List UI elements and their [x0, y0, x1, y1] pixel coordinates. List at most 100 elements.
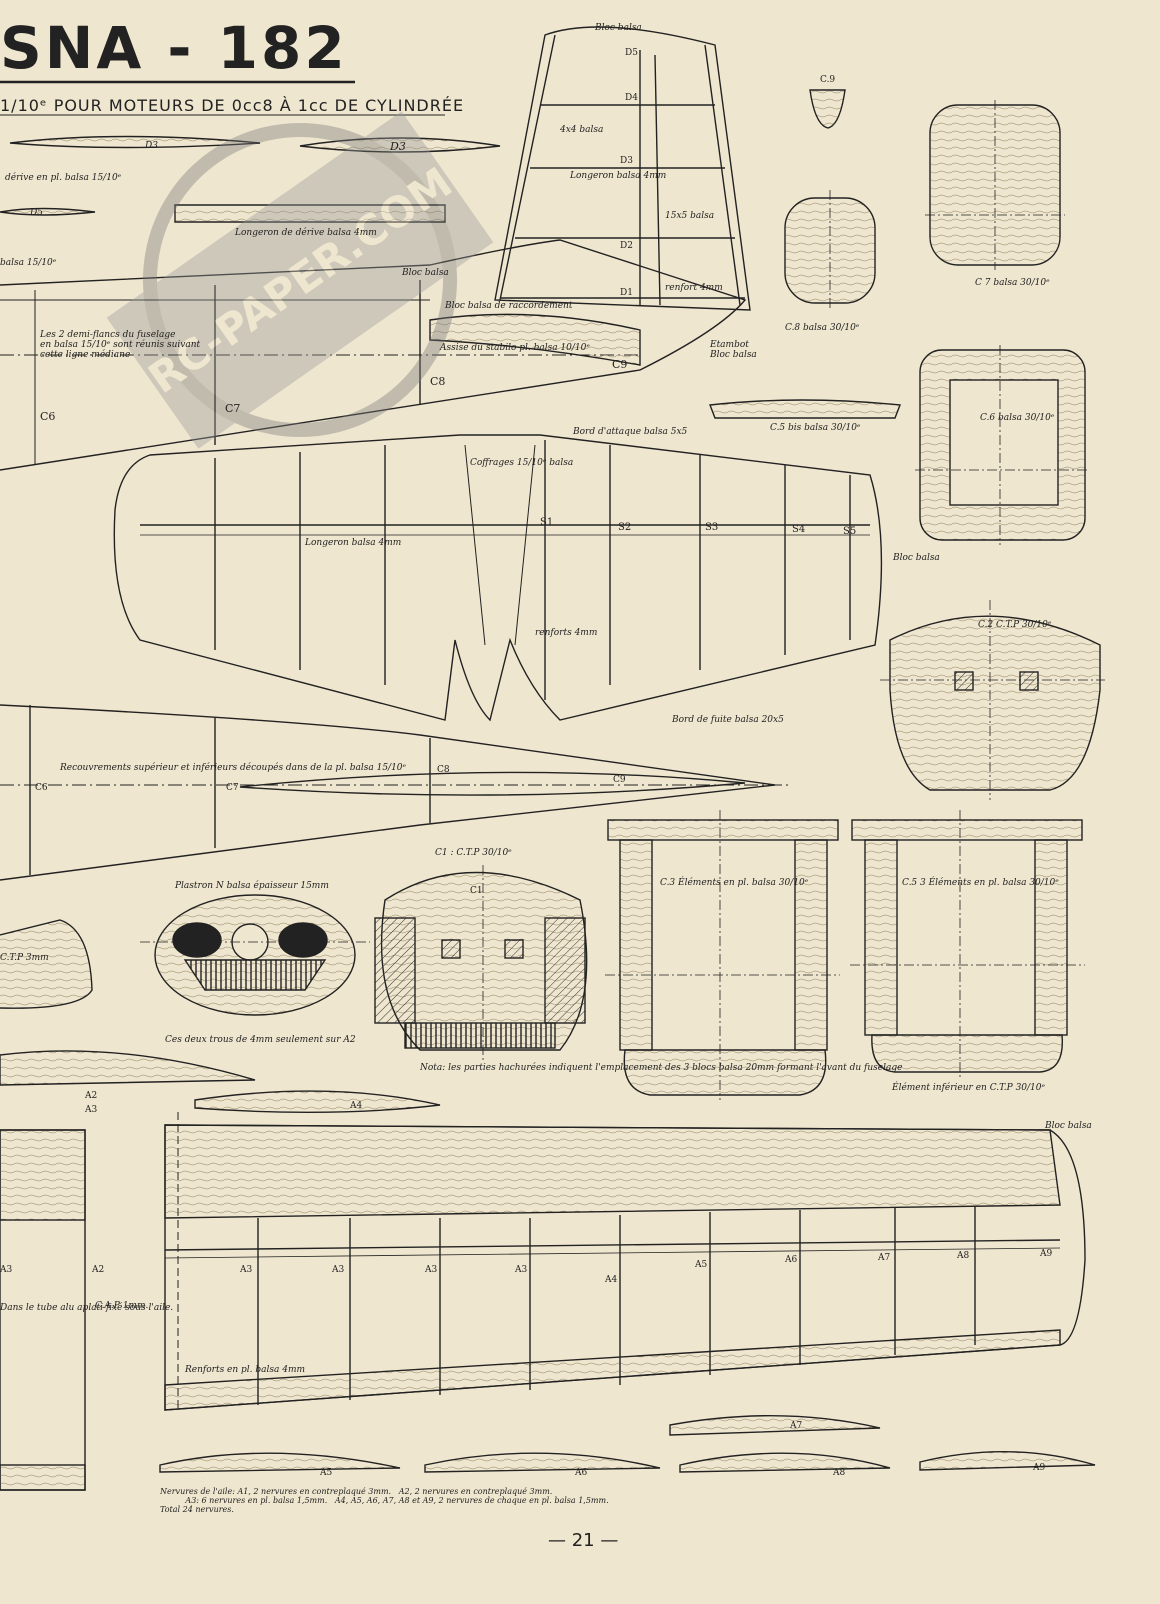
- label-c2: C.2 C.T.P 30/10ᵉ: [978, 620, 1052, 630]
- label-fin-d4: D4: [625, 93, 638, 103]
- label-c1-ctp: C1 : C.T.P 30/10ᵉ: [435, 848, 512, 858]
- label-s3: S3: [705, 522, 718, 533]
- rib-a2: [0, 1050, 256, 1086]
- vertical-fin: [494, 26, 751, 311]
- label-s4: S4: [792, 524, 805, 535]
- rib-d3-right: [299, 137, 501, 153]
- label-fin-renfort: renfort 4mm: [665, 283, 723, 293]
- label-coffrages: Coffrages 15/10ᵉ balsa: [470, 458, 573, 468]
- label-c5bis: C.5 bis balsa 30/10ᵉ: [770, 423, 861, 433]
- label-c7-former: C 7 balsa 30/10ᵉ: [975, 278, 1050, 288]
- label-w-a3c: A3: [424, 1265, 437, 1275]
- label-plastron: Plastron N balsa épaisseur 15mm: [174, 880, 329, 891]
- former-c2: [889, 615, 1101, 791]
- label-w-a3e: A3: [0, 1265, 12, 1275]
- label-element-inf: Élément inférieur en C.T.P 30/10ᵉ: [891, 1081, 1046, 1093]
- label-renforts-aile: Renforts en pl. balsa 4mm: [184, 1365, 305, 1375]
- label-w-a8: A8: [956, 1251, 969, 1261]
- label-c9b: C9: [613, 775, 626, 785]
- label-fin-longeron: Longeron balsa 4mm: [569, 171, 666, 181]
- label-c6-former: C.6 balsa 30/10ᵉ: [980, 413, 1055, 423]
- label-renforts-stab: renforts 4mm: [535, 628, 597, 638]
- label-tube: Dans le tube alu aplati fixé sous l'aile…: [0, 1302, 173, 1313]
- label-trous: Ces deux trous de 4mm seulement sur A2: [165, 1035, 356, 1045]
- label-rib-a6: A6: [574, 1468, 587, 1478]
- label-c8: C8: [430, 375, 445, 388]
- label-w-a7: A7: [877, 1253, 890, 1263]
- label-fin-bloc: Bloc balsa: [594, 23, 642, 33]
- label-ctp3: C.T.P 3mm: [0, 953, 49, 963]
- wing-panel: [164, 1124, 1086, 1411]
- label-rib-a5: A5: [319, 1468, 332, 1478]
- label-w-a4: A4: [604, 1275, 617, 1285]
- rib-d3-left: [9, 135, 261, 149]
- label-s5: S5: [843, 526, 856, 537]
- label-rib-a9: A9: [1032, 1463, 1045, 1473]
- fuselage-side: [0, 239, 747, 471]
- label-longeron-stab: Longeron balsa 4mm: [304, 538, 401, 548]
- rib-a7: [669, 1414, 881, 1436]
- label-c3: C.3 Éléments en pl. balsa 30/10ᵉ: [660, 876, 809, 888]
- note-nervures: Nervures de l'aile: A1, 2 nervures en co…: [160, 1487, 609, 1514]
- stabilizer: [113, 434, 883, 722]
- label-rib-a7: A7: [789, 1421, 802, 1431]
- label-assise: Assise du stabilo pl. balsa 10/10ᵉ: [439, 343, 590, 353]
- label-nota: Nota: les parties hachurées indiquent l'…: [419, 1062, 902, 1073]
- label-balsa15: balsa 15/10ᵉ: [0, 258, 57, 268]
- label-bloc-balsa-top: Bloc balsa: [401, 268, 449, 278]
- rib-a6: [424, 1452, 661, 1473]
- label-c5: C.5 3 Éléments en pl. balsa 30/10ᵉ: [902, 876, 1059, 888]
- label-d3-right: D3: [389, 140, 406, 153]
- label-derive: dérive en pl. balsa 15/10ᵉ: [5, 172, 122, 183]
- former-c9: [809, 89, 846, 129]
- label-fin-d5: D5: [625, 48, 638, 58]
- label-w-a5: A5: [694, 1260, 707, 1270]
- fuselage-top: [0, 704, 776, 881]
- label-c7: C7: [225, 402, 240, 415]
- label-c1: C1: [470, 886, 483, 896]
- fin-spar: [174, 204, 446, 223]
- former-c3: [607, 819, 839, 841]
- label-a2: A2: [84, 1091, 97, 1101]
- rib-a5: [159, 1452, 401, 1473]
- label-c9-former: C.9: [820, 75, 835, 85]
- label-fin-15x5: 15x5 balsa: [665, 211, 714, 221]
- note-flancs: Les 2 demi-flancs du fuselage en balsa 1…: [40, 330, 201, 360]
- label-bloc-raccord: Bloc balsa de raccordement: [444, 301, 573, 311]
- label-w-a9: A9: [1039, 1249, 1052, 1259]
- label-s2: S2: [618, 522, 631, 533]
- label-a2b: A2: [91, 1265, 104, 1275]
- rib-a9: [919, 1451, 1096, 1471]
- label-rib-a8: A8: [832, 1468, 845, 1478]
- label-longeron-derive: Longeron de dérive balsa 4mm: [234, 227, 377, 238]
- label-c6: C6: [40, 410, 55, 423]
- label-w-a3b: A3: [331, 1265, 344, 1275]
- rib-a4: [194, 1090, 441, 1114]
- label-c9: C9: [612, 358, 627, 371]
- label-s1: S1: [540, 517, 553, 528]
- former-c5: [851, 819, 1083, 841]
- watermark-stamp: RC-PAPER.COM: [106, 111, 494, 449]
- label-w-a3d: A3: [514, 1265, 527, 1275]
- label-bloc-stab: Bloc balsa: [892, 553, 940, 563]
- label-d3-left: D3: [144, 141, 158, 151]
- label-bord-fuite: Bord de fuite balsa 20x5: [671, 715, 784, 725]
- note-etambot: Etambot Bloc balsa: [710, 340, 757, 360]
- label-a4: A4: [349, 1101, 362, 1111]
- label-bord-attaque: Bord d'attaque balsa 5x5: [572, 427, 688, 437]
- label-c8-former: C.8 balsa 30/10ᵉ: [785, 323, 860, 333]
- label-c7b: C7: [226, 783, 239, 793]
- label-ctp1: C.A.P 1mm.: [95, 1301, 148, 1311]
- page-subtitle: 1/10ᵉ POUR MOTEURS DE 0cc8 À 1cc DE CYLI…: [0, 96, 465, 115]
- label-recouvrements: Recouvrements supérieur et inférieurs dé…: [59, 762, 407, 773]
- label-a3: A3: [84, 1105, 97, 1115]
- label-fin-d3: D3: [620, 156, 633, 166]
- label-d5: D5: [29, 208, 43, 218]
- label-bloc-aile: Bloc balsa: [1044, 1121, 1092, 1131]
- page-title: SNA - 182: [0, 14, 348, 82]
- rib-a8: [679, 1452, 891, 1473]
- label-w-a6: A6: [784, 1255, 797, 1265]
- label-fin-d2: D2: [620, 241, 633, 251]
- rib-d5: [0, 207, 96, 216]
